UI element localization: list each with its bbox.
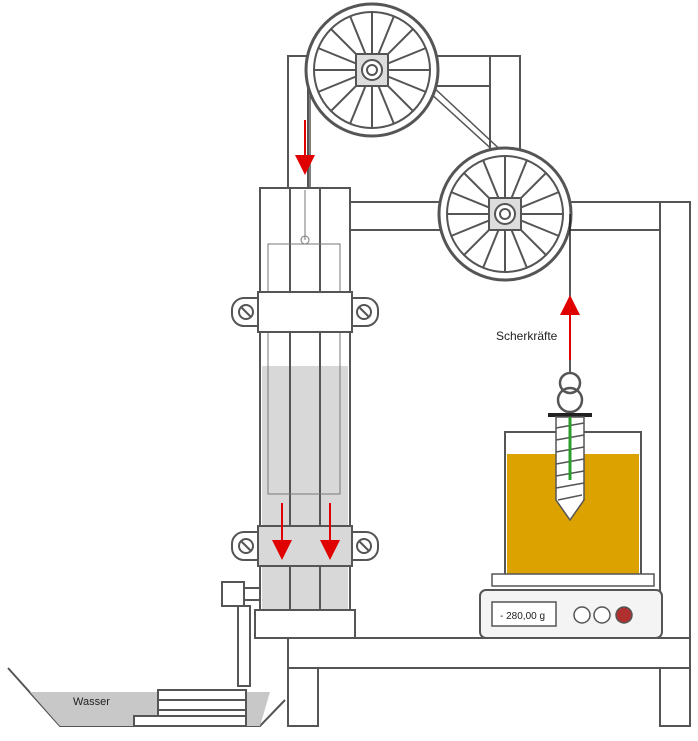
mode-button[interactable]	[593, 606, 611, 624]
scale-display	[491, 601, 557, 627]
scale-reading: - 280,00 g	[500, 611, 545, 622]
clamp-upper	[231, 291, 379, 333]
digital-scale: - 280,00 g	[479, 573, 663, 639]
pulley-upper	[304, 2, 440, 138]
clamp-lower	[231, 525, 379, 567]
water-basin: Wasser	[7, 667, 286, 727]
pulley-lower	[437, 146, 573, 282]
hook	[556, 371, 584, 414]
cylinder-column	[254, 187, 356, 639]
tare-button[interactable]	[573, 606, 591, 624]
water-label: Wasser	[73, 696, 110, 708]
screw	[548, 413, 592, 522]
force-arrows	[272, 120, 580, 560]
drain-valve	[221, 581, 261, 687]
power-button[interactable]	[615, 606, 633, 624]
shear-forces-label: Scherkräfte	[496, 329, 558, 343]
